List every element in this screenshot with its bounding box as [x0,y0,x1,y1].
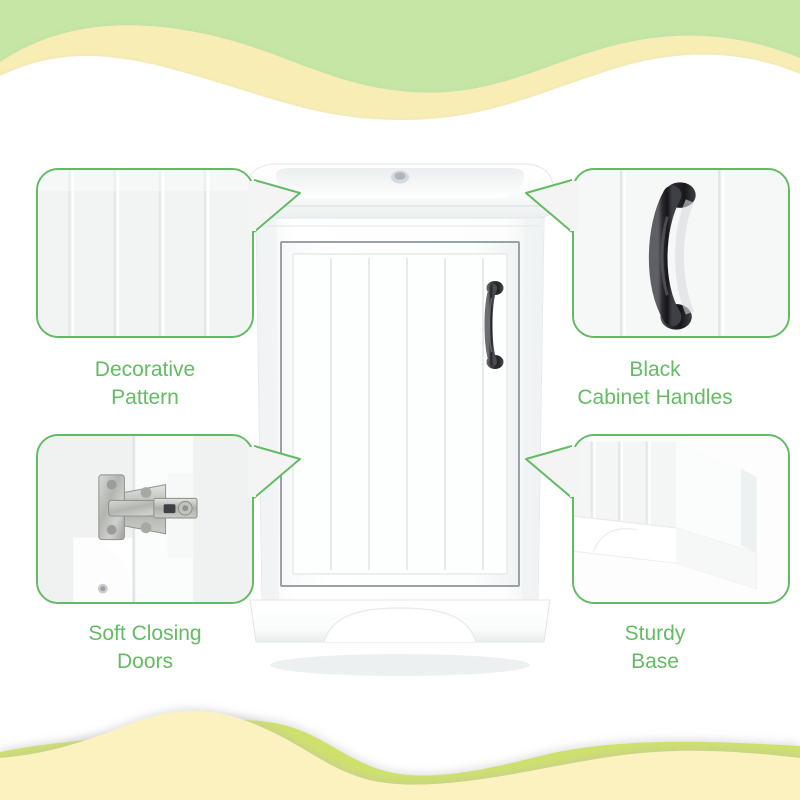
callout-label-soft-closing-doors: Soft Closing Doors [88,622,202,673]
soft-close-hinge-closeup-icon [38,436,252,602]
callout-label-sturdy-base: Sturdy Base [624,622,686,673]
callout-label-black-cabinet-handles: Black Cabinet Handles [577,358,733,409]
top-wave-green-fill [0,0,800,130]
beadboard-panel-closeup-icon [38,170,252,336]
base-arch-edge [323,607,477,643]
top-wave-yellow-band [0,25,800,131]
bottom-wave-banner [0,680,800,800]
cabinet-left-shade [256,218,279,600]
callout-sturdy-base[interactable] [572,434,790,604]
vanity-door [280,241,520,587]
callout-black-cabinet-handles[interactable] [572,168,790,338]
door-inner-panel [292,253,508,575]
cabinet-base-closeup-icon [574,436,788,602]
bottom-wave-green-band [0,719,800,800]
bottom-wave-yellow-band [0,711,800,800]
base-arched-cutout [324,608,476,642]
product-ground-shadow [270,654,530,676]
top-wave-white-band [0,54,800,130]
callout-decorative-pattern[interactable] [36,168,254,338]
callout-label-decorative-pattern: Decorative Pattern [94,358,196,409]
vanity-sink-top [245,163,555,219]
door-handle [484,281,504,369]
top-wave-banner [0,0,800,131]
callout-soft-closing-doors[interactable] [36,434,254,604]
beadboard-grooves [330,258,484,570]
handle-highlight [488,297,493,353]
vanity-base [249,599,551,643]
product-photo-vanity [232,130,568,690]
black-handle-closeup-icon [574,170,788,336]
cabinet-right-shade [522,218,544,600]
faucet-hole-inner [394,172,406,180]
